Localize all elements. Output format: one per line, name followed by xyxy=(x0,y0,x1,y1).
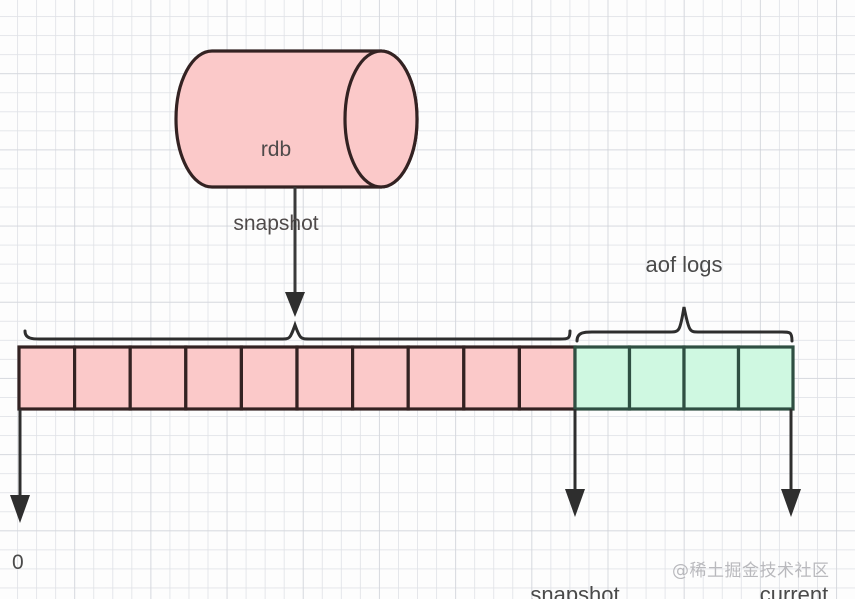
array-cell-pink xyxy=(239,345,299,411)
array-cell-pink xyxy=(351,345,410,411)
watermark-text: @稀土掘金技术社区 xyxy=(672,561,830,581)
cylinder-label-line1: rdb xyxy=(260,137,292,161)
array-cell-green xyxy=(627,345,686,411)
zero-index-pointer xyxy=(10,409,30,523)
aof-logs-brace xyxy=(575,306,794,343)
array-cell-pink xyxy=(128,345,188,411)
array-cell-pink xyxy=(72,345,132,411)
array-cell-pink xyxy=(184,345,244,411)
snapshot-flow-arrow xyxy=(285,187,305,317)
current-index-pointer xyxy=(781,409,801,517)
aof-logs-label: aof logs xyxy=(645,252,723,277)
snapshot-index-pointer xyxy=(565,409,585,517)
cylinder-end-ellipse xyxy=(343,49,419,189)
snapshot-range-brace xyxy=(23,320,572,341)
snapshot-index-label-line1: snapshot xyxy=(530,581,620,599)
array-cell-green xyxy=(682,345,741,411)
snapshot-index-label: snapshot index xyxy=(495,530,655,599)
array-cell-pink xyxy=(17,345,77,411)
green-cell-group xyxy=(573,345,795,411)
rdb-snapshot-cylinder xyxy=(174,49,419,189)
rdb-snapshot-cylinder-label: rdb snapshot xyxy=(196,88,356,286)
array-cell-pink xyxy=(517,345,577,411)
array-cell-pink xyxy=(295,345,355,411)
pink-cell-group xyxy=(17,345,577,411)
array-cell-pink xyxy=(462,345,521,411)
current-index-label-line1: current xyxy=(759,581,829,599)
zero-index-label: 0 xyxy=(12,551,24,574)
array-cell-green xyxy=(573,345,632,411)
array-cell-pink xyxy=(406,345,466,411)
cylinder-label-line2: snapshot xyxy=(233,211,319,235)
log-buffer-array xyxy=(17,345,795,411)
array-cell-green xyxy=(736,345,795,411)
current-index-label: current index xyxy=(714,530,855,599)
